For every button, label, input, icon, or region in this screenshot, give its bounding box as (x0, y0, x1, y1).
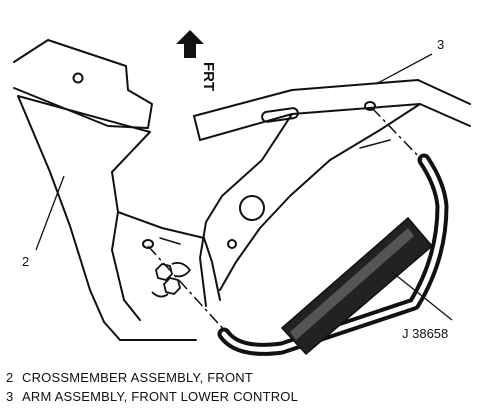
crossmember-hole-upper (72, 72, 84, 84)
callout-label-tool: J 38658 (402, 326, 448, 341)
lower-control-arm (193, 79, 471, 307)
bolt-nut-cluster (151, 261, 192, 298)
callout-leader-3 (375, 53, 433, 85)
control-arm-large-hole (239, 195, 265, 221)
gauge-tool (217, 153, 449, 356)
alignment-centerline-lower (147, 245, 227, 333)
legend-text: CROSSMEMBER ASSEMBLY, FRONT (22, 370, 254, 385)
callout-leader-tool (391, 271, 453, 321)
control-arm-pivot-hole (364, 101, 376, 111)
control-arm-slot (261, 107, 299, 123)
legend-row: 2 CROSSMEMBER ASSEMBLY, FRONT (6, 368, 298, 387)
crossmember-hole-lower (142, 239, 154, 249)
callout-leader-2 (35, 175, 65, 251)
front-direction-label: FRT (200, 62, 217, 91)
arrow-up-icon (176, 30, 204, 58)
legend-number: 3 (6, 389, 14, 404)
callout-label-2: 2 (22, 254, 29, 269)
parts-legend: 2 CROSSMEMBER ASSEMBLY, FRONT 3 ARM ASSEMB… (6, 368, 298, 406)
control-arm-small-hole (227, 239, 237, 249)
legend-text: ARM ASSEMBLY, FRONT LOWER CONTROL (22, 389, 299, 404)
crossmember-assembly (13, 39, 221, 341)
alignment-centerline-upper (371, 107, 423, 161)
legend-row: 3 ARM ASSEMBLY, FRONT LOWER CONTROL (6, 387, 298, 406)
callout-label-3: 3 (437, 37, 444, 52)
legend-number: 2 (6, 370, 14, 385)
front-direction-indicator: FRT (176, 30, 217, 91)
